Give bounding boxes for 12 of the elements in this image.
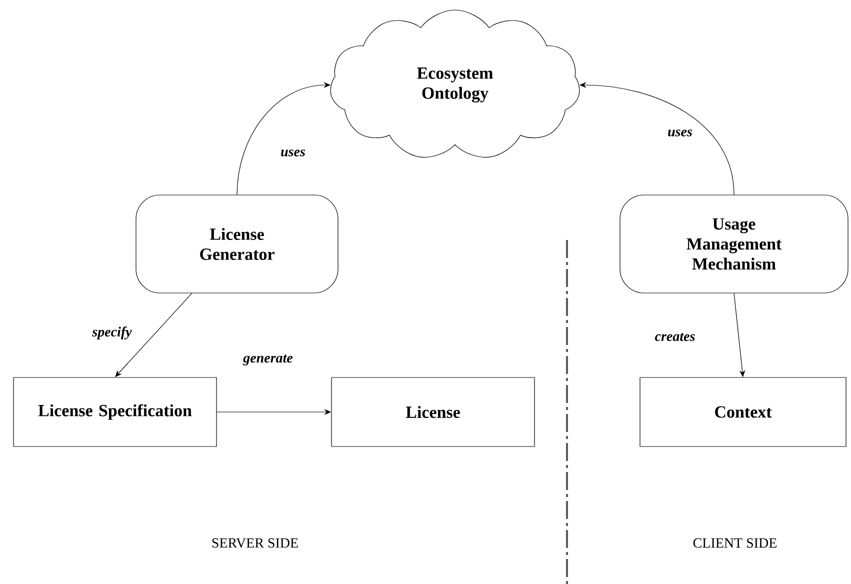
rounded-box: Usage Management Mechanism — [620, 194, 848, 294]
process-box: Context — [640, 377, 846, 447]
edge-label: creates — [654, 332, 696, 342]
process-box: License — [331, 377, 535, 447]
side-label: CLIENT SIDE — [693, 538, 776, 548]
edge-label: uses — [280, 148, 306, 158]
edge-label: generate — [242, 354, 294, 366]
edge-label: uses — [666, 128, 694, 138]
process-box: License Specification — [13, 377, 217, 447]
rounded-box: License Generator — [136, 194, 338, 294]
side-label: SERVER SIDE — [212, 538, 298, 548]
edge-label: specify — [91, 326, 133, 340]
